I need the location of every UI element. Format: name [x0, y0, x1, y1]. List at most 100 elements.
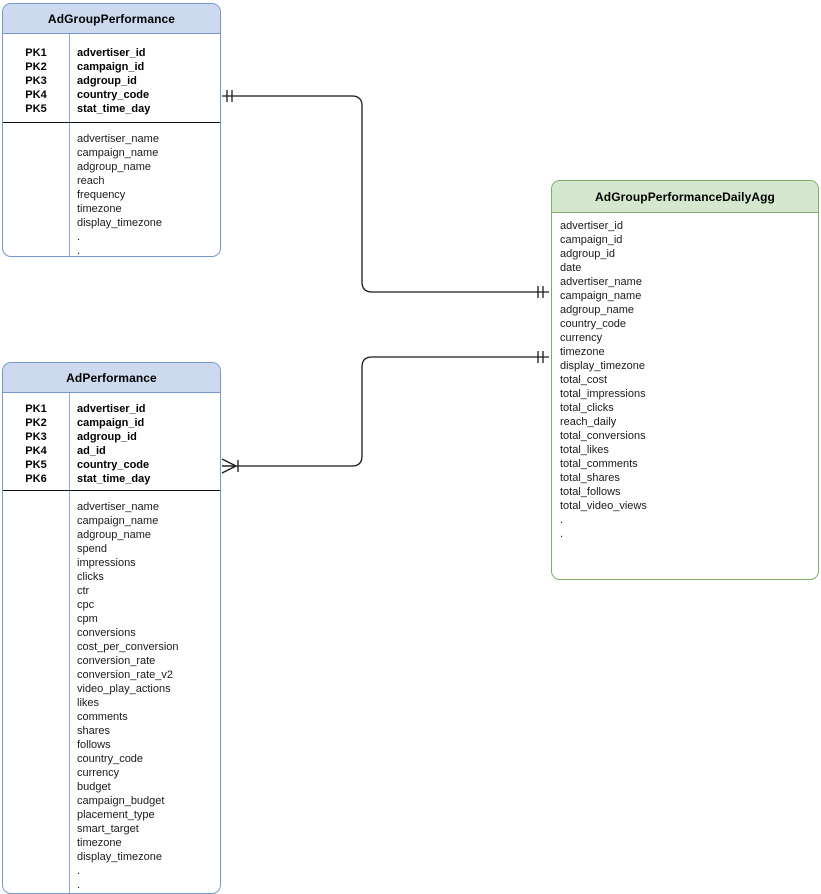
primary-key-divider — [3, 122, 220, 123]
entity-adperformance[interactable]: AdPerformance PK1 PK2 PK3 PK4 PK5 PK6 ad… — [2, 362, 221, 894]
field-row: placement_type — [77, 809, 155, 821]
field-row: timezone — [77, 837, 122, 849]
field-row: total_likes — [560, 444, 609, 456]
key-label: PK4 — [25, 445, 47, 457]
field-row: advertiser_id — [77, 47, 146, 59]
field-row: display_timezone — [77, 217, 162, 229]
field-row: conversions — [77, 627, 136, 639]
field-row: advertiser_name — [77, 501, 159, 513]
field-row: reach — [77, 175, 105, 187]
field-row: total_shares — [560, 472, 620, 484]
field-row: date — [560, 262, 582, 274]
field-row: ctr — [77, 585, 90, 597]
field-row: cost_per_conversion — [77, 641, 179, 653]
field-row-ellipsis: . — [77, 865, 81, 877]
attribute-column: advertiser_name campaign_name adgroup_na… — [77, 132, 162, 257]
attribute-column: advertiser_name campaign_name adgroup_na… — [77, 500, 179, 892]
field-row: country_code — [77, 753, 144, 765]
entity-body-adperformance: PK1 PK2 PK3 PK4 PK5 PK6 advertiser_id ca… — [3, 393, 220, 893]
entity-title-adgroupperformance: AdGroupPerformance — [3, 4, 220, 34]
field-row: comments — [77, 711, 128, 723]
key-label-column: PK1 PK2 PK3 PK4 PK5 — [3, 46, 69, 116]
key-label: PK1 — [25, 403, 47, 415]
field-row: campaign_id — [77, 61, 145, 73]
key-label: PK4 — [25, 89, 47, 101]
field-row: stat_time_day — [77, 473, 151, 485]
field-row: display_timezone — [77, 851, 162, 863]
field-row: total_comments — [560, 458, 638, 470]
field-row: campaign_id — [560, 234, 623, 246]
field-row: budget — [77, 781, 111, 793]
field-row-ellipsis: . — [77, 245, 81, 257]
field-row: advertiser_id — [77, 403, 146, 415]
key-label: PK3 — [25, 431, 47, 443]
field-row: campaign_name — [560, 290, 642, 302]
field-row: total_video_views — [560, 500, 647, 512]
relationship-adperformance-to-dailyagg[interactable] — [221, 351, 549, 474]
field-row: campaign_id — [77, 417, 145, 429]
key-label: PK2 — [25, 417, 47, 429]
field-row: cpc — [77, 599, 95, 611]
field-row: advertiser_id — [560, 220, 623, 232]
cardinality-many-left — [221, 458, 239, 474]
field-row: follows — [77, 739, 111, 751]
field-row: adgroup_id — [77, 431, 137, 443]
entity-adgroupperformance[interactable]: AdGroupPerformance PK1 PK2 PK3 PK4 PK5 a… — [2, 3, 221, 257]
key-label: PK2 — [25, 61, 47, 73]
key-field-column: advertiser_id campaign_id adgroup_id ad_… — [77, 402, 150, 486]
field-row: advertiser_name — [560, 276, 642, 288]
key-label: PK5 — [25, 103, 47, 115]
field-row: country_code — [77, 459, 150, 471]
field-row-ellipsis: . — [560, 528, 564, 540]
relationship-adgroupperformance-to-dailyagg[interactable] — [222, 90, 549, 298]
field-row: timezone — [77, 203, 122, 215]
key-label-column: PK1 PK2 PK3 PK4 PK5 PK6 — [3, 402, 69, 486]
cardinality-one-and-only-one-right — [537, 286, 544, 298]
field-row: conversion_rate — [77, 655, 156, 667]
field-row: advertiser_name — [77, 133, 159, 145]
entity-title-adgroupperformancedailyagg: AdGroupPerformanceDailyAgg — [552, 181, 818, 213]
attribute-column: advertiser_id campaign_id adgroup_id dat… — [560, 219, 647, 541]
entity-adgroupperformancedailyagg[interactable]: AdGroupPerformanceDailyAgg advertiser_id… — [551, 180, 819, 580]
field-row: smart_target — [77, 823, 139, 835]
entity-title-adperformance: AdPerformance — [3, 363, 220, 393]
field-row: adgroup_name — [77, 529, 152, 541]
entity-body-adgroupperformancedailyagg: advertiser_id campaign_id adgroup_id dat… — [552, 213, 818, 579]
field-row: total_clicks — [560, 402, 614, 414]
column-divider — [69, 34, 70, 256]
field-row: total_conversions — [560, 430, 646, 442]
field-row: cpm — [77, 613, 98, 625]
field-row: currency — [560, 332, 603, 344]
key-label: PK6 — [25, 473, 47, 485]
key-label: PK1 — [25, 47, 47, 59]
key-label: PK3 — [25, 75, 47, 87]
field-row: currency — [77, 767, 120, 779]
cardinality-one-and-only-one-left — [226, 90, 233, 102]
field-row: campaign_name — [77, 147, 159, 159]
field-row: conversion_rate_v2 — [77, 669, 174, 681]
field-row: impressions — [77, 557, 136, 569]
field-row: total_follows — [560, 486, 621, 498]
field-row: adgroup_name — [560, 304, 635, 316]
field-row: adgroup_name — [77, 161, 152, 173]
column-divider — [69, 393, 70, 893]
field-row: total_impressions — [560, 388, 646, 400]
field-row: campaign_name — [77, 515, 159, 527]
field-row: timezone — [560, 346, 605, 358]
field-row: spend — [77, 543, 107, 555]
field-row: adgroup_id — [77, 75, 137, 87]
field-row: country_code — [560, 318, 627, 330]
field-row: country_code — [77, 89, 150, 101]
field-row: display_timezone — [560, 360, 645, 372]
field-row: campaign_budget — [77, 795, 165, 807]
field-row: adgroup_id — [560, 248, 616, 260]
field-row: frequency — [77, 189, 126, 201]
key-field-column: advertiser_id campaign_id adgroup_id cou… — [77, 46, 150, 116]
field-row: ad_id — [77, 445, 106, 457]
field-row: total_cost — [560, 374, 608, 386]
field-row: stat_time_day — [77, 103, 151, 115]
field-row: reach_daily — [560, 416, 617, 428]
field-row-ellipsis: . — [77, 231, 81, 243]
field-row: clicks — [77, 571, 104, 583]
key-label: PK5 — [25, 459, 47, 471]
